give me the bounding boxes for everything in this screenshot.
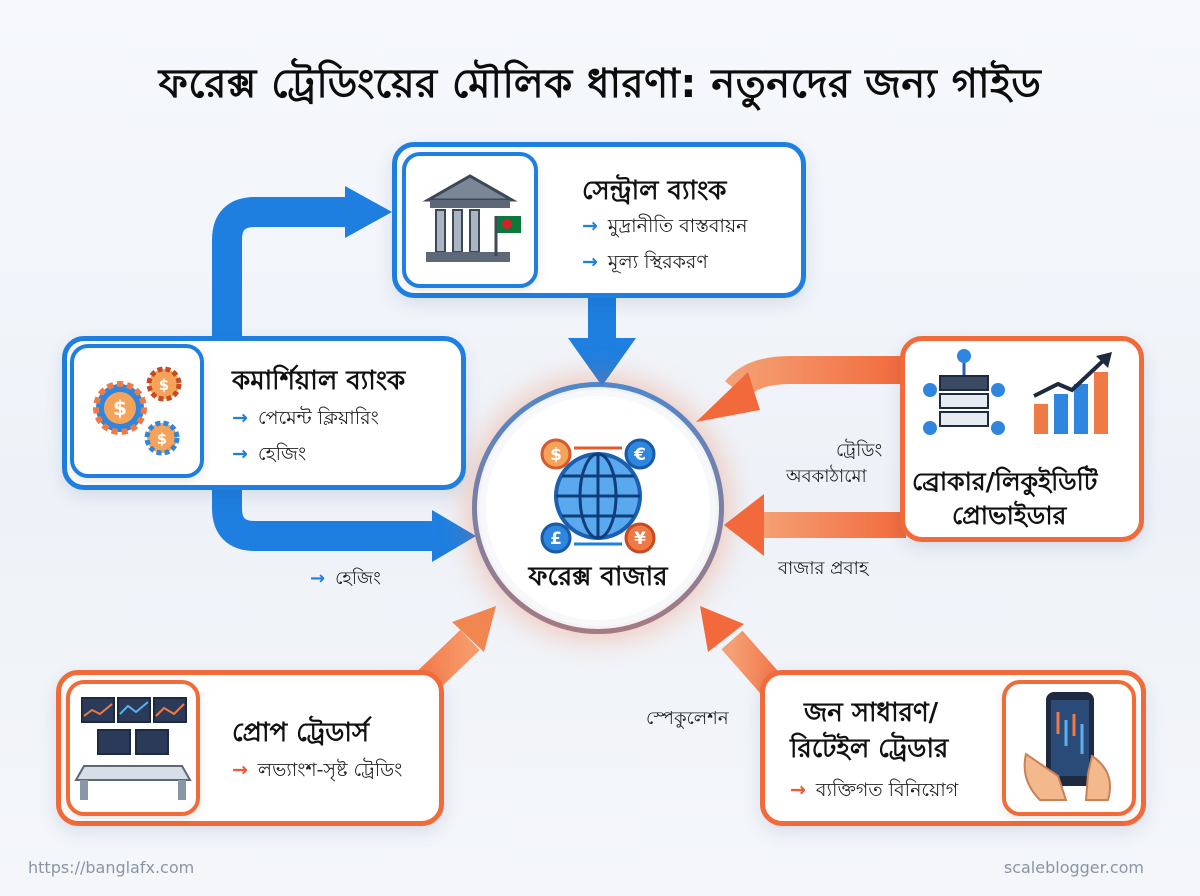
arrow-broker-to-hub-upper (725, 356, 906, 400)
footer-left-url[interactable]: https://banglafx.com (28, 858, 195, 877)
svg-text:$: $ (113, 396, 127, 420)
retail-title-line1: জন সাধারণ/ (804, 698, 939, 728)
arrowhead-hub-left (432, 510, 476, 562)
flow-label-trading-line1: ট্রেডিং (836, 440, 883, 461)
arrowhead-hub-top (568, 338, 636, 386)
arrow-broker-to-hub-lower (762, 512, 906, 538)
prop-traders-title: প্রোপ ট্রেডার্স (232, 718, 370, 748)
retail-item-1: →ব্যক্তিগত বিনিয়োগ (790, 779, 959, 801)
flow-label-trading-line2: অবকাঠামো (786, 466, 867, 487)
gears-dollar-icon: $ $ $ (93, 366, 182, 456)
globe-currency-exchange-icon: $ € £ ¥ (540, 438, 656, 554)
commercial-bank-item-2: →হেজিং (232, 443, 307, 465)
svg-text:$: $ (157, 430, 167, 448)
hub-label: ফরেক্স বাজার (528, 562, 668, 592)
arrowhead-hub-bottom-left (452, 606, 496, 652)
page-title: ফরেক্স ট্রেডিংয়ের মৌলিক ধারণা: নতুনদের … (158, 61, 1042, 107)
arrow-central-to-hub (588, 296, 616, 344)
forex-market-hub: $ € £ ¥ (486, 396, 710, 620)
smartphone-trading-icon (1023, 692, 1111, 801)
flow-label-market-flow: বাজার প্রবাহ (778, 558, 869, 579)
broker-title-line2: প্রোভাইডার (952, 501, 1067, 530)
commercial-bank-title: কমার্শিয়াল ব্যাংক (232, 366, 406, 396)
commercial-bank-icon-box: $ $ $ (70, 344, 204, 478)
retail-title-line2: রিটেইল ট্রেডার (790, 734, 949, 764)
central-bank-icon-box (402, 152, 538, 288)
arrow-commercial-to-hub (212, 488, 440, 551)
svg-text:$: $ (550, 445, 562, 465)
flow-label-hedging: →হেজিং (310, 568, 381, 589)
broker-title-line1: ব্রোকার/লিকুইডিটি (912, 467, 1098, 496)
arrowhead-hub-right (724, 494, 764, 556)
arrowhead-hub-upper-right (696, 372, 760, 422)
svg-text:$: $ (159, 376, 169, 394)
central-bank-title: সেন্ট্রাল ব্যাংক (582, 176, 727, 206)
arrowhead-hub-bottom-right (700, 606, 744, 652)
broker-card (900, 336, 1144, 542)
prop-traders-item-1: →লভ্যাংশ-সৃষ্ট ট্রেডিং (232, 759, 403, 781)
arrow-commercial-to-central (212, 197, 350, 338)
footer-right-url[interactable]: scaleblogger.com (1003, 858, 1144, 877)
svg-text:¥: ¥ (634, 529, 646, 549)
trading-desk-icon (74, 697, 192, 800)
retail-traders-icon-box (1002, 680, 1136, 816)
server-network-chart-icon (923, 349, 1112, 435)
svg-text:€: € (633, 445, 646, 465)
svg-text:£: £ (550, 529, 562, 549)
bank-building-flag-icon (422, 174, 521, 262)
prop-traders-icon-box (66, 680, 200, 816)
central-bank-item-2: →মূল্য স্থিরকরণ (582, 251, 708, 273)
flow-label-speculation: স্পেকুলেশন (646, 708, 729, 729)
central-bank-item-1: →মুদ্রানীতি বাস্তবায়ন (582, 215, 748, 237)
arrowhead-central (345, 186, 392, 238)
commercial-bank-item-1: →পেমেন্ট ক্লিয়ারিং (232, 407, 379, 429)
